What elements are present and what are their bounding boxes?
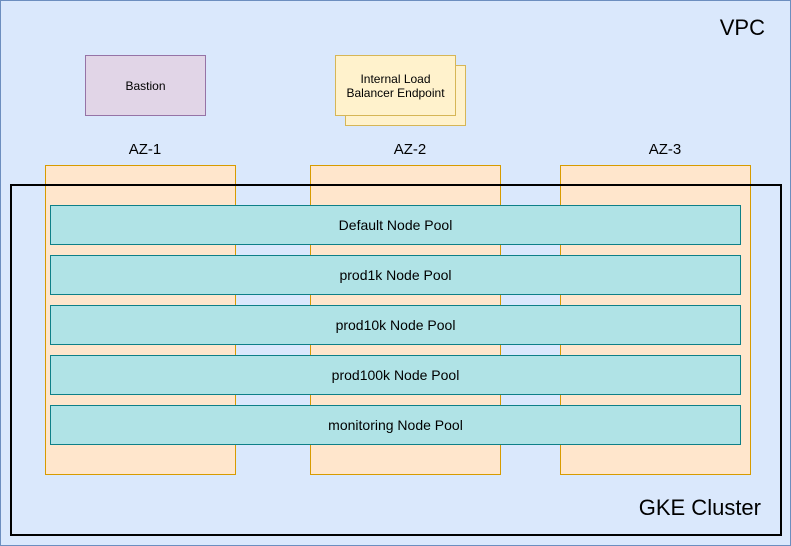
ilb-label-line1: Internal Load: [360, 71, 431, 86]
node-pool-monitoring[interactable]: monitoring Node Pool: [50, 405, 741, 445]
node-pool-label: Default Node Pool: [338, 217, 453, 233]
az-3-label: AZ-3: [648, 141, 682, 158]
node-pool-default[interactable]: Default Node Pool: [50, 205, 741, 245]
node-pool-prod10k[interactable]: prod10k Node Pool: [50, 305, 741, 345]
bastion-label: Bastion: [125, 78, 166, 93]
az-2-label: AZ-2: [393, 141, 427, 158]
vpc-label: VPC: [719, 15, 765, 40]
node-pool-prod100k[interactable]: prod100k Node Pool: [50, 355, 741, 395]
node-pool-label: monitoring Node Pool: [328, 417, 463, 433]
gke-cluster-boundary: [10, 184, 782, 536]
node-pool-label: prod100k Node Pool: [331, 367, 460, 383]
node-pool-label: prod1k Node Pool: [339, 267, 452, 283]
bastion-node[interactable]: Bastion: [85, 55, 206, 116]
ilb-label-line2: Balancer Endpoint: [346, 85, 445, 100]
internal-load-balancer-node[interactable]: Internal Load Balancer Endpoint: [335, 55, 456, 116]
gke-cluster-label: GKE Cluster: [638, 495, 761, 520]
node-pool-prod1k[interactable]: prod1k Node Pool: [50, 255, 741, 295]
node-pool-label: prod10k Node Pool: [335, 317, 456, 333]
az-1-label: AZ-1: [128, 141, 162, 158]
